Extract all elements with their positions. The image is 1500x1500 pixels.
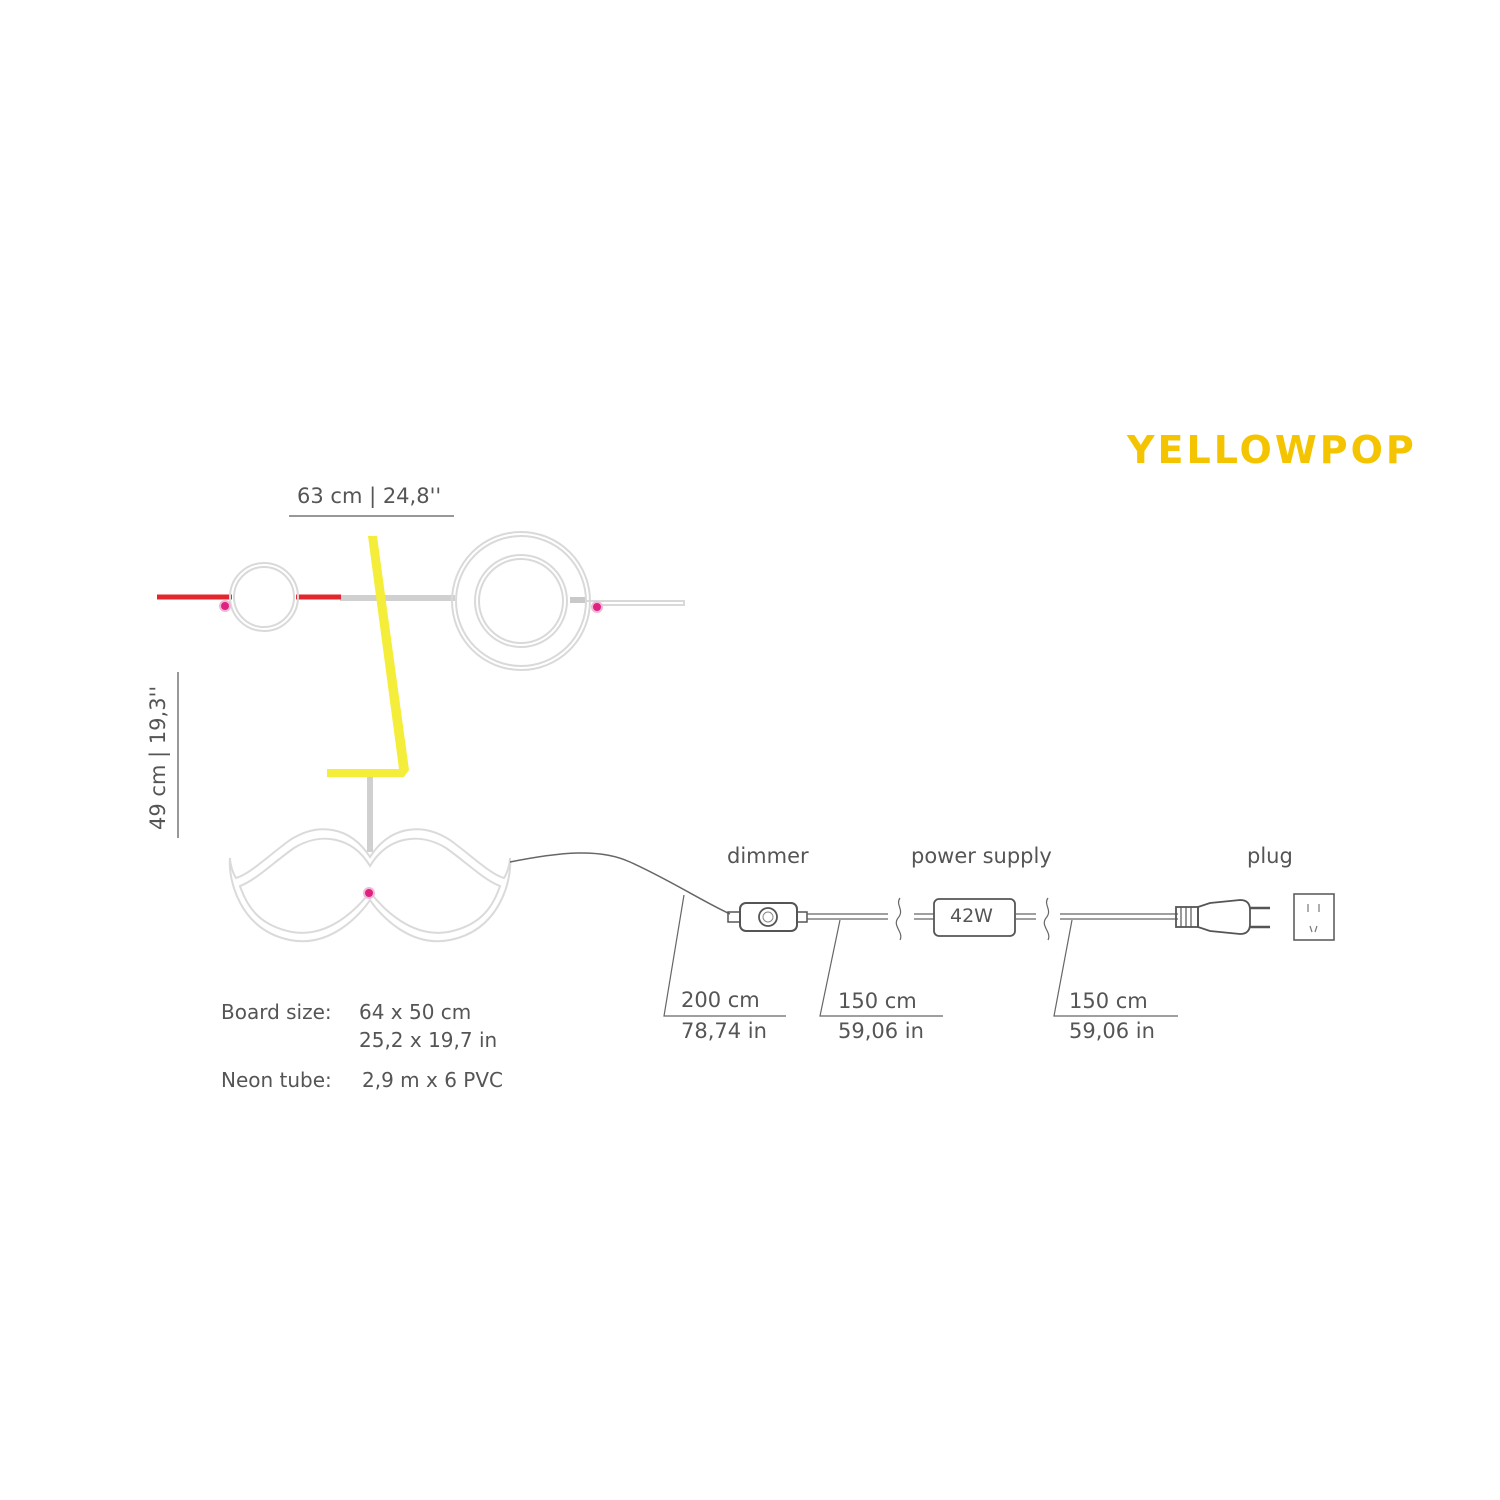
lens-left-inner (233, 566, 295, 628)
dimmer-cable-sleeve-right (796, 911, 808, 923)
leader-cable-3 (1053, 919, 1178, 1017)
power-supply-label: power supply (911, 844, 1052, 868)
neon-yellow-nose (327, 536, 409, 777)
cable-2-in: 59,06 in (838, 1019, 924, 1043)
cable-3-cm: 150 cm (1069, 989, 1148, 1013)
lens-right-outer2 (455, 535, 587, 667)
lens-left (229, 562, 299, 632)
cable-1-in: 78,74 in (681, 1019, 767, 1043)
moustache-outer (228, 828, 512, 943)
lens-right-inner2 (478, 558, 564, 644)
board-size-cm: 64 x 50 cm (359, 1000, 472, 1024)
neon-tube-value: 2,9 m x 6 PVC (362, 1068, 503, 1092)
height-label: 49 cm | 19,3'' (146, 685, 170, 830)
leader-cable-1 (663, 894, 786, 1017)
cable-1-cm: 200 cm (681, 988, 760, 1012)
board-size-label: Board size: (221, 1000, 332, 1024)
board-size-in: 25,2 x 19,7 in (359, 1028, 498, 1052)
cable-break-right (1043, 897, 1050, 941)
lens-right-inner (474, 554, 568, 648)
cable-break-left (895, 897, 902, 941)
plug-label: plug (1247, 844, 1293, 868)
lens-right-outer (451, 531, 591, 671)
plug-icon (1175, 899, 1270, 935)
brand-logo: YELLOWPOP (1127, 428, 1417, 472)
outlet-icon (1293, 893, 1335, 941)
cable-3-in: 59,06 in (1069, 1019, 1155, 1043)
power-supply-box (933, 898, 1016, 937)
neon-tube-label: Neon tube: (221, 1068, 332, 1092)
moustache-inner (238, 837, 502, 934)
cable-to-dimmer (509, 852, 731, 915)
width-label: 63 cm | 24,8'' (297, 484, 442, 508)
dimmer-cable-sleeve-left (727, 911, 741, 923)
dimmer-label: dimmer (727, 844, 809, 868)
connector-dot-2 (591, 601, 603, 613)
connector-dot-3 (363, 887, 375, 899)
dimmer-knob-inner (762, 911, 774, 923)
cable-2-cm: 150 cm (838, 989, 917, 1013)
dimmer-knob (758, 907, 778, 927)
power-rating-label: 42W (950, 905, 993, 927)
connector-dot-1 (219, 600, 231, 612)
leader-cable-2 (819, 919, 943, 1017)
